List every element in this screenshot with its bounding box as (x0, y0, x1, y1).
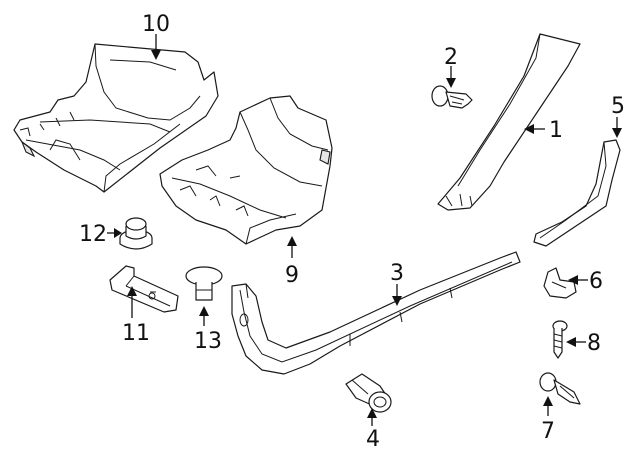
part-13-push-pin (185, 266, 223, 301)
part-11-bracket (109, 265, 179, 313)
callout-1: 1 (549, 118, 563, 143)
part-5-trim (533, 139, 621, 247)
part-9-floor-panel (159, 95, 333, 245)
callout-4: 4 (366, 427, 380, 452)
callout-10: 10 (142, 12, 170, 37)
part-12-plug (119, 217, 153, 250)
callout-9: 9 (285, 263, 299, 288)
callout-labels: 10 2 1 5 9 12 3 6 11 13 8 4 7 (79, 12, 625, 452)
callout-2: 2 (444, 45, 458, 70)
part-8-screw (552, 320, 568, 359)
part-4-plug (345, 373, 392, 413)
part-6-clip (543, 267, 577, 299)
part-3-sill-plate (231, 251, 521, 375)
callout-13: 13 (194, 329, 222, 354)
callout-12: 12 (79, 222, 107, 247)
part-2-clip (431, 85, 473, 109)
part-7-clip (539, 372, 581, 405)
callout-8: 8 (587, 331, 601, 356)
part-10-floor-panel (13, 43, 219, 193)
callout-7: 7 (541, 419, 555, 444)
callout-3: 3 (390, 261, 404, 286)
callout-5: 5 (611, 94, 625, 119)
part-1-pillar-trim (437, 33, 581, 211)
leader-lines (107, 34, 622, 426)
callout-11: 11 (122, 321, 150, 346)
callout-6: 6 (589, 269, 603, 294)
